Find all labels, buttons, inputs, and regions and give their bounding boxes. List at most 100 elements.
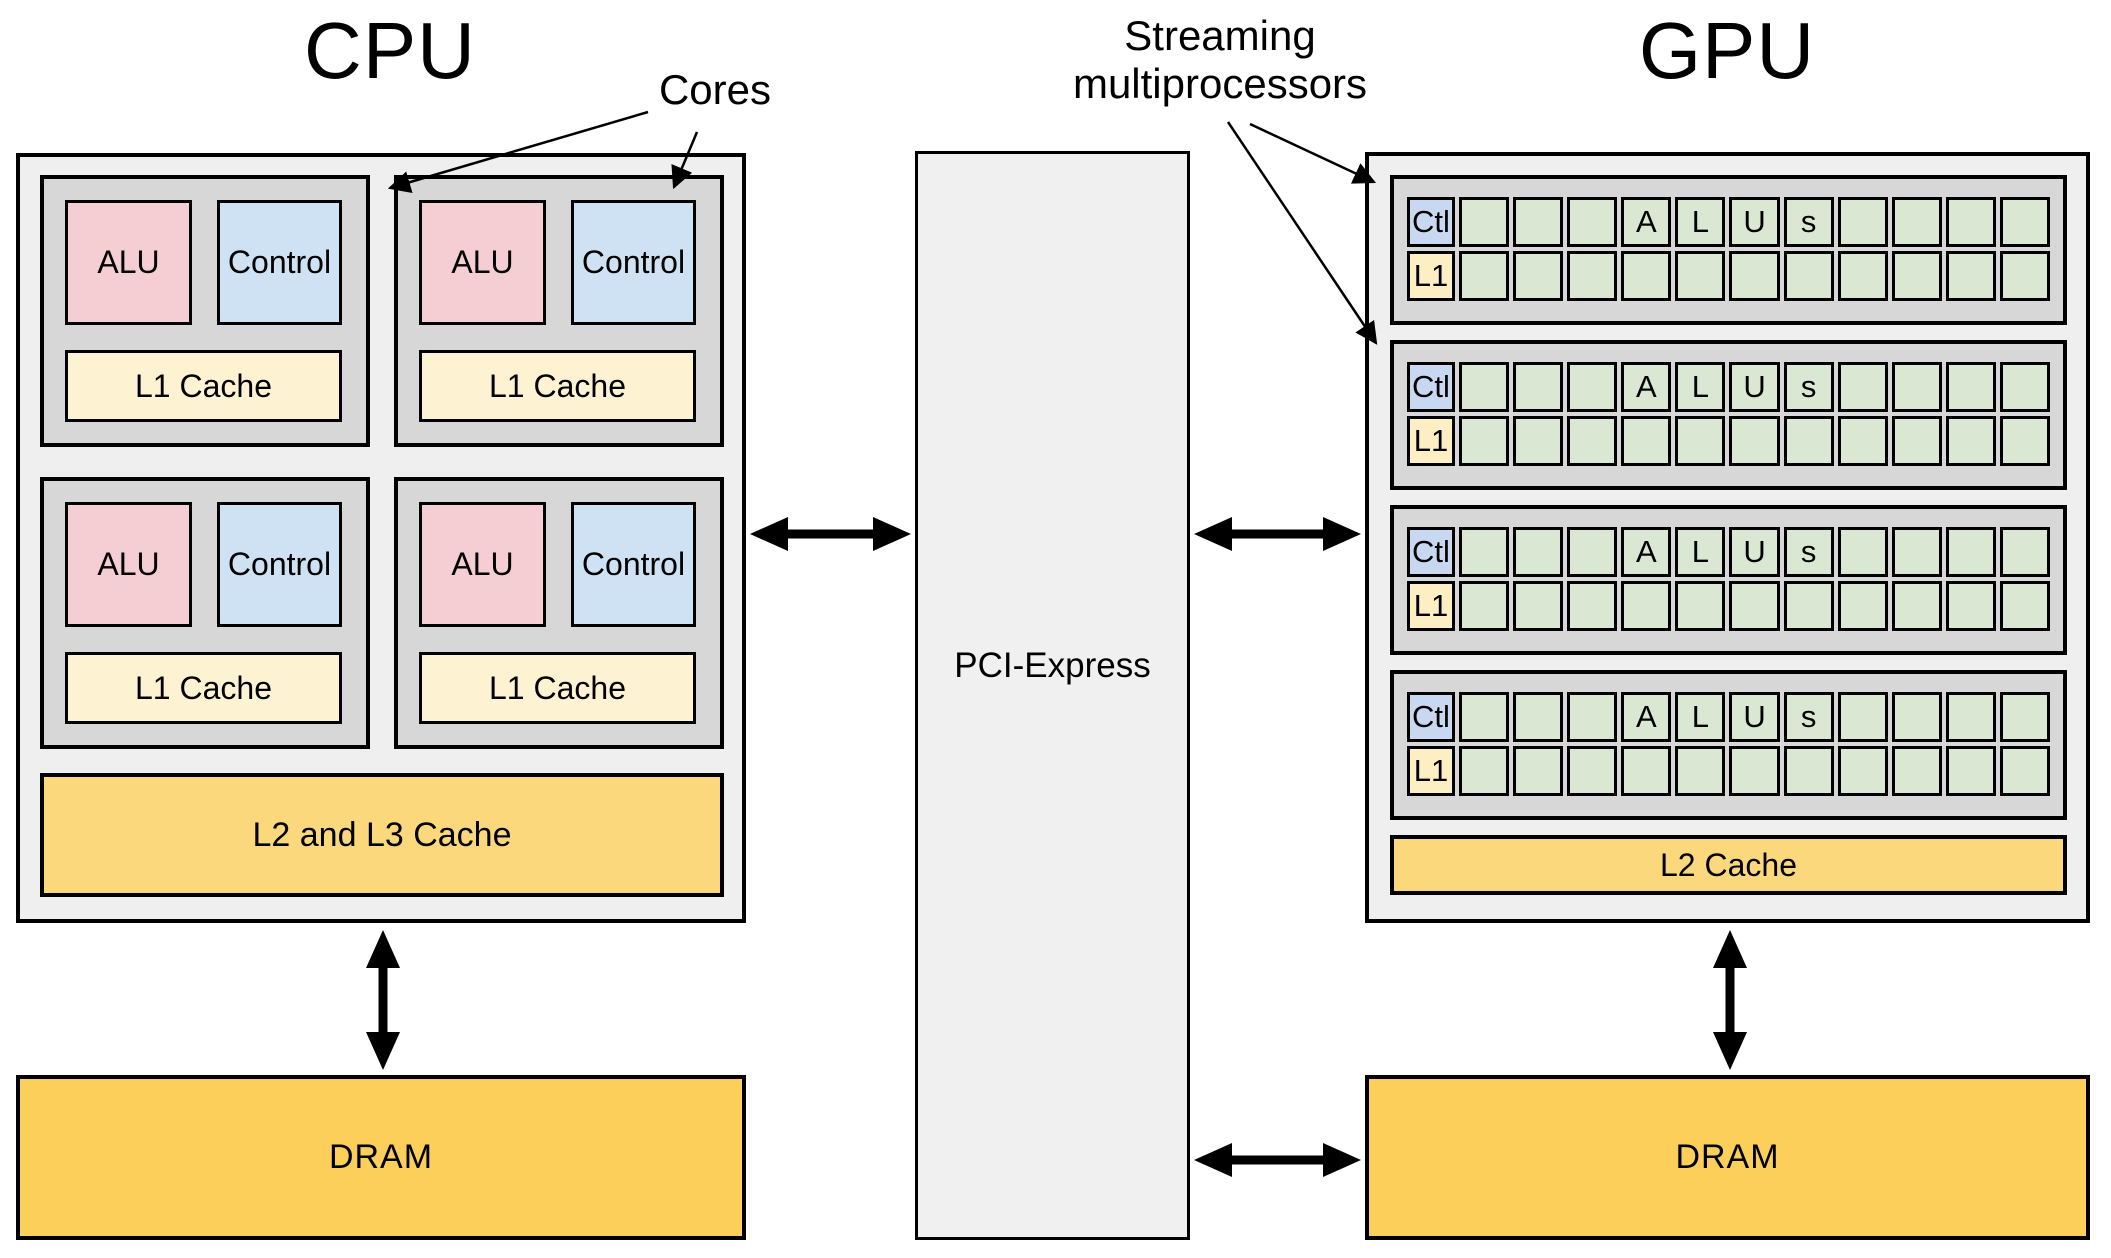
control-block: Control xyxy=(217,502,342,627)
alu-block: ALU xyxy=(65,502,192,627)
alu-cell: s xyxy=(1783,692,1834,742)
alu-cell xyxy=(1837,746,1888,796)
alu-cell xyxy=(1567,416,1618,466)
alu-cell xyxy=(1567,251,1618,301)
cpu-dram: DRAM xyxy=(16,1075,746,1240)
ctl-cell: Ctl xyxy=(1407,692,1455,742)
alu-cell xyxy=(1621,746,1672,796)
l1-cache-block: L1 Cache xyxy=(419,350,696,422)
alu-cell xyxy=(1945,251,1996,301)
l1-cache-block: L1 Cache xyxy=(65,350,342,422)
alu-cell xyxy=(1837,197,1888,247)
alu-cell xyxy=(1729,746,1780,796)
alu-cell xyxy=(1945,581,1996,631)
alu-cell xyxy=(1783,746,1834,796)
alu-cell xyxy=(1459,197,1510,247)
alu-cell xyxy=(1891,416,1942,466)
alu-cell xyxy=(1567,362,1618,412)
alu-cell xyxy=(1783,416,1834,466)
l1-cache-block: L1 Cache xyxy=(419,652,696,724)
alu-cell xyxy=(1459,581,1510,631)
alu-cell xyxy=(1837,692,1888,742)
alu-cell xyxy=(1837,251,1888,301)
cpu-l2-l3-cache: L2 and L3 Cache xyxy=(40,773,724,897)
alu-cell xyxy=(1891,746,1942,796)
alu-cell xyxy=(1675,581,1726,631)
alu-cell xyxy=(1729,251,1780,301)
alu-cell xyxy=(1945,527,1996,577)
alu-cell xyxy=(1945,197,1996,247)
alu-cell: s xyxy=(1783,527,1834,577)
alu-cell xyxy=(1999,197,2051,247)
pci-express-label: PCI-Express xyxy=(954,646,1151,685)
alu-cell xyxy=(1891,581,1942,631)
alu-cell xyxy=(1837,527,1888,577)
streaming-label-line1: Streaming xyxy=(1124,12,1316,59)
alu-cell xyxy=(1513,416,1564,466)
alu-cell xyxy=(1999,746,2051,796)
alu-cell xyxy=(1945,416,1996,466)
alu-cell xyxy=(1513,692,1564,742)
alu-cell xyxy=(1567,527,1618,577)
alu-cell xyxy=(1567,692,1618,742)
alu-cell xyxy=(1945,692,1996,742)
alu-cell xyxy=(1891,251,1942,301)
cpu-pci-arrow xyxy=(750,517,911,551)
l1-cache-block: L1 Cache xyxy=(65,652,342,724)
cpu-core-1: ALU Control L1 Cache xyxy=(40,175,370,447)
alu-cell: A xyxy=(1621,527,1672,577)
alu-cell xyxy=(1891,362,1942,412)
alu-cell: L xyxy=(1675,362,1726,412)
gpu-dram-arrow xyxy=(1713,930,1747,1070)
alu-cell xyxy=(1621,251,1672,301)
alu-cell xyxy=(1513,197,1564,247)
pci-express-bus: PCI-Express xyxy=(915,151,1190,1240)
alu-cell: A xyxy=(1621,692,1672,742)
alu-cell xyxy=(1891,692,1942,742)
alu-cell: s xyxy=(1783,197,1834,247)
ctl-cell: Ctl xyxy=(1407,362,1455,412)
streaming-multiprocessors-label: Streaming multiprocessors xyxy=(1030,12,1410,108)
alu-cell xyxy=(1621,416,1672,466)
alu-cell xyxy=(1513,527,1564,577)
alu-cell xyxy=(1783,251,1834,301)
cpu-title: CPU xyxy=(304,6,476,95)
streaming-multiprocessors-annotation-arrows xyxy=(1226,121,1378,345)
alu-cell xyxy=(1837,581,1888,631)
alu-cell xyxy=(1891,527,1942,577)
alu-cell xyxy=(1567,581,1618,631)
alu-cell xyxy=(1513,746,1564,796)
streaming-label-line2: multiprocessors xyxy=(1072,60,1368,107)
sm-alu-row: L1 xyxy=(1407,746,2051,796)
cpu-core-3: ALU Control L1 Cache xyxy=(40,477,370,749)
alu-cell: U xyxy=(1729,527,1780,577)
alu-cell xyxy=(1621,581,1672,631)
alu-cell xyxy=(1675,746,1726,796)
ctl-cell: Ctl xyxy=(1407,527,1455,577)
alu-cell xyxy=(1999,527,2051,577)
gpu-l2-cache: L2 Cache xyxy=(1390,835,2067,895)
l1-cell: L1 xyxy=(1407,251,1455,301)
alu-cell xyxy=(1513,362,1564,412)
alu-cell: U xyxy=(1729,362,1780,412)
alu-cell xyxy=(1459,746,1510,796)
alu-cell xyxy=(1783,581,1834,631)
alu-cell xyxy=(1459,527,1510,577)
alu-cell xyxy=(1999,251,2051,301)
alu-cell xyxy=(1459,416,1510,466)
sm-alu-row: L1 xyxy=(1407,416,2051,466)
alu-cell: L xyxy=(1675,197,1726,247)
alu-cell xyxy=(1999,581,2051,631)
alu-block: ALU xyxy=(65,200,192,325)
gpu-dram: DRAM xyxy=(1365,1075,2090,1240)
alu-cell: U xyxy=(1729,197,1780,247)
